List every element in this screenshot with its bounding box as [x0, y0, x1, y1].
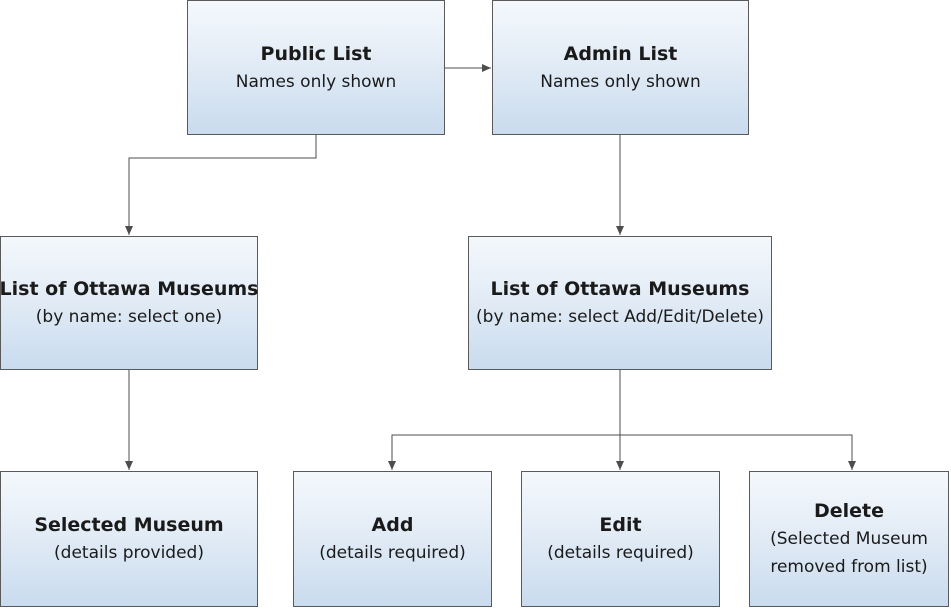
- node-title: Admin List: [563, 42, 678, 65]
- node-add: Add (details required): [293, 471, 492, 607]
- node-title: Public List: [260, 42, 372, 65]
- node-title: List of Ottawa Museums: [490, 278, 750, 300]
- node-subtitle: Names only shown: [540, 71, 701, 92]
- node-title: List of Ottawa Museums: [0, 278, 259, 300]
- node-subtitle: (by name: select one): [35, 307, 223, 327]
- node-public-list: Public List Names only shown: [187, 0, 445, 135]
- node-subtitle: Names only shown: [235, 71, 397, 92]
- edge-admin-museums-to-delete: [620, 434, 856, 470]
- node-subtitle: (details required): [547, 543, 694, 563]
- node-title: Add: [371, 514, 414, 536]
- node-admin-museum-list: List of Ottawa Museums (by name: select …: [468, 236, 772, 370]
- node-title: Edit: [599, 514, 642, 536]
- node-subtitle: (details required): [319, 543, 466, 563]
- node-subtitle-line-2: removed from list): [770, 557, 928, 577]
- edge-public-list-to-public-museums: [125, 135, 317, 235]
- node-subtitle: (details provided): [54, 543, 204, 563]
- node-public-museum-list: List of Ottawa Museums (by name: select …: [0, 236, 258, 370]
- edge-admin-museums-to-add: [388, 434, 620, 470]
- node-subtitle: (by name: select Add/Edit/Delete): [476, 307, 764, 327]
- node-subtitle-line-1: (Selected Museum: [770, 529, 928, 549]
- node-selected-museum: Selected Museum (details provided): [0, 471, 258, 607]
- node-delete: Delete (Selected Museum removed from lis…: [749, 471, 949, 607]
- node-title: Delete: [813, 500, 885, 522]
- node-title: Selected Museum: [34, 514, 224, 536]
- node-admin-list: Admin List Names only shown: [492, 0, 749, 135]
- node-edit: Edit (details required): [521, 471, 720, 607]
